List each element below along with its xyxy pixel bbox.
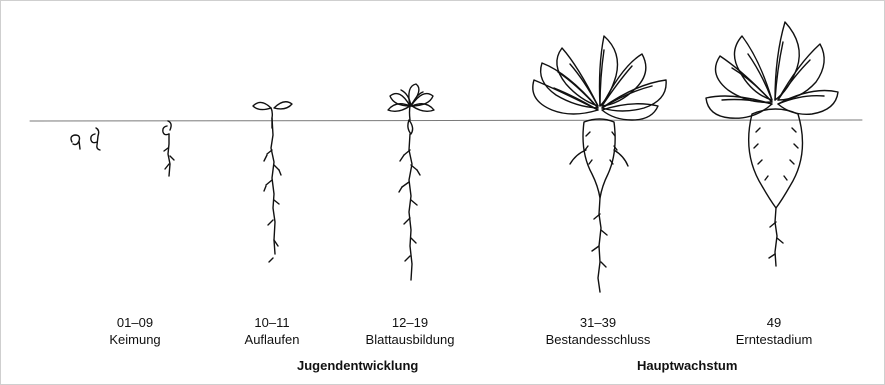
stage-label-harvest: 49 Erntestadium bbox=[694, 314, 854, 348]
ground-line bbox=[30, 120, 862, 121]
seed-icon-2 bbox=[91, 128, 100, 150]
stage-label-emergence: 10–11 Auflaufen bbox=[192, 314, 352, 348]
stage-code: 12–19 bbox=[330, 314, 490, 331]
stage-name: Auflaufen bbox=[192, 331, 352, 348]
phase-label-main-growth: Hauptwachstum bbox=[637, 358, 737, 373]
seed-icon-1 bbox=[71, 135, 80, 149]
germinating-seedling-icon bbox=[163, 121, 174, 176]
stage-label-germination: 01–09 Keimung bbox=[55, 314, 215, 348]
stage-label-leaf-development: 12–19 Blattausbildung bbox=[330, 314, 490, 348]
harvest-stage-plant-icon bbox=[706, 22, 838, 266]
canopy-closure-plant-icon bbox=[533, 36, 666, 292]
stage-code: 10–11 bbox=[192, 314, 352, 331]
stage-code: 31–39 bbox=[518, 314, 678, 331]
stage-name: Erntestadium bbox=[694, 331, 854, 348]
stage-label-canopy-closure: 31–39 Bestandesschluss bbox=[518, 314, 678, 348]
stage-code: 49 bbox=[694, 314, 854, 331]
stage-code: 01–09 bbox=[55, 314, 215, 331]
stage-name: Keimung bbox=[55, 331, 215, 348]
phase-label-juvenile: Jugendentwicklung bbox=[297, 358, 418, 373]
stage-name: Bestandesschluss bbox=[518, 331, 678, 348]
stage-name: Blattausbildung bbox=[330, 331, 490, 348]
emergence-seedling-icon bbox=[253, 102, 292, 262]
leaf-development-plant-icon bbox=[388, 84, 434, 280]
